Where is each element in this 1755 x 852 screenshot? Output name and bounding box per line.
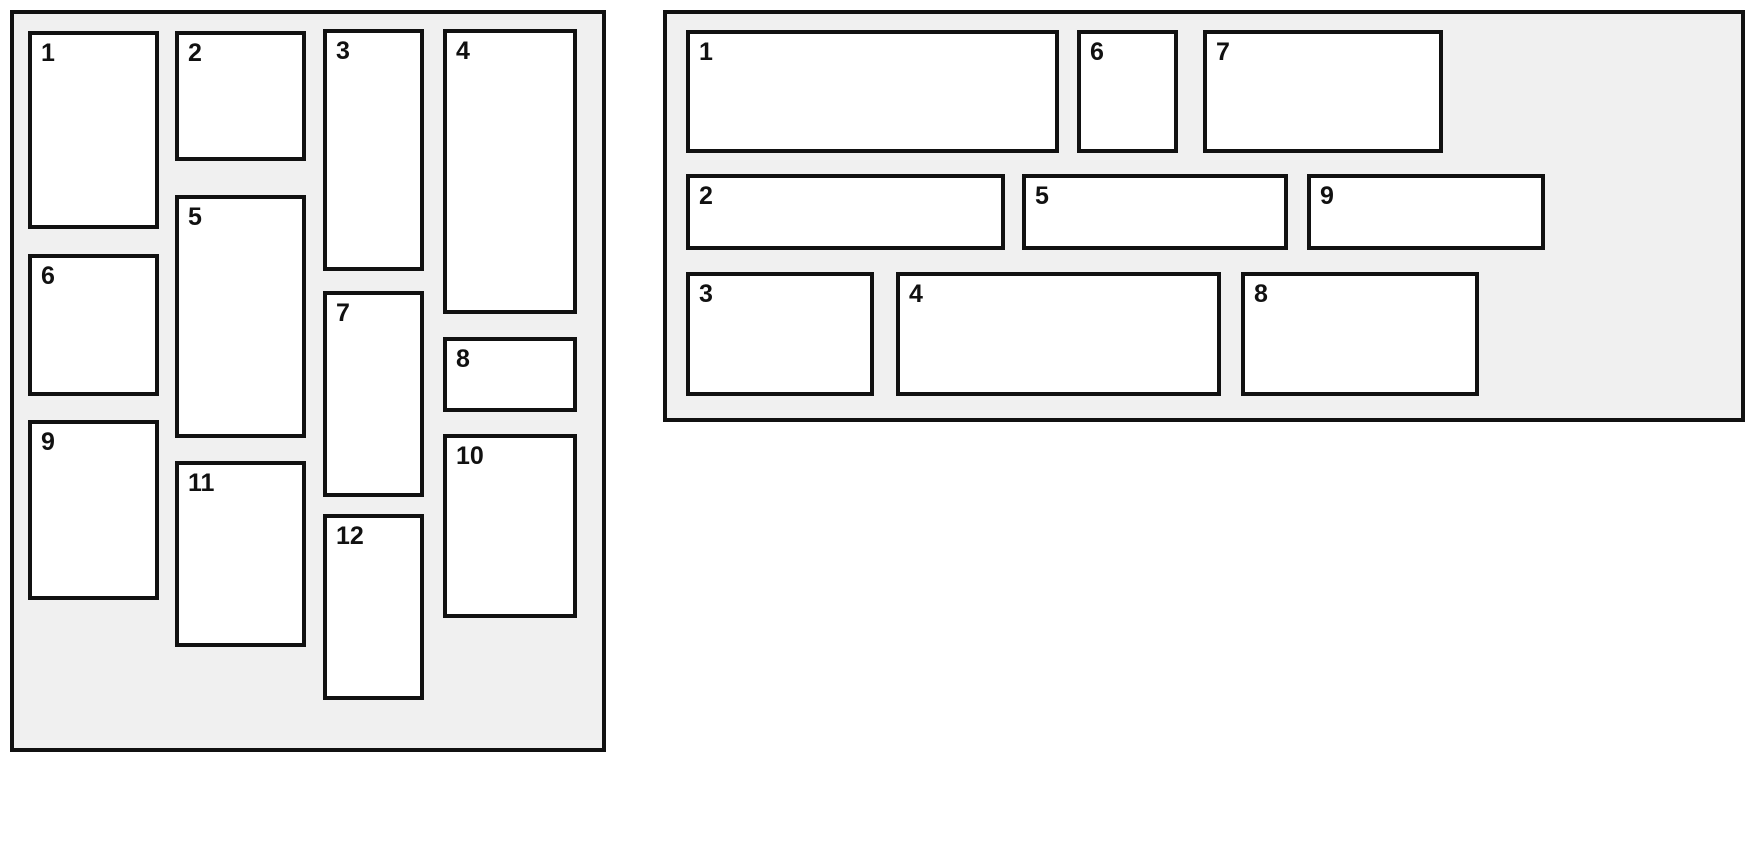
box-label: 12	[336, 522, 364, 550]
box-4[interactable]: 4	[896, 272, 1221, 396]
box-label: 8	[1254, 280, 1268, 308]
box-2[interactable]: 2	[686, 174, 1005, 250]
box-10[interactable]: 10	[443, 434, 577, 618]
box-5[interactable]: 5	[175, 195, 306, 438]
box-12[interactable]: 12	[323, 514, 424, 700]
box-label: 6	[1090, 38, 1104, 66]
box-label: 5	[188, 203, 202, 231]
box-3[interactable]: 3	[323, 29, 424, 271]
box-6[interactable]: 6	[28, 254, 159, 396]
box-11[interactable]: 11	[175, 461, 306, 647]
box-7[interactable]: 7	[323, 291, 424, 497]
box-4[interactable]: 4	[443, 29, 577, 314]
box-8[interactable]: 8	[443, 337, 577, 412]
box-label: 4	[909, 280, 923, 308]
box-label: 4	[456, 37, 470, 65]
box-label: 3	[336, 37, 350, 65]
box-9[interactable]: 9	[28, 420, 159, 600]
box-label: 2	[699, 182, 713, 210]
box-5[interactable]: 5	[1022, 174, 1288, 250]
box-8[interactable]: 8	[1241, 272, 1479, 396]
box-label: 9	[41, 428, 55, 456]
box-1[interactable]: 1	[686, 30, 1059, 153]
box-9[interactable]: 9	[1307, 174, 1545, 250]
box-label: 9	[1320, 182, 1334, 210]
box-label: 8	[456, 345, 470, 373]
box-1[interactable]: 1	[28, 31, 159, 229]
box-label: 5	[1035, 182, 1049, 210]
box-2[interactable]: 2	[175, 31, 306, 161]
box-label: 1	[699, 38, 713, 66]
box-7[interactable]: 7	[1203, 30, 1443, 153]
box-label: 6	[41, 262, 55, 290]
box-label: 7	[336, 299, 350, 327]
right-container: 1 6 7 2 5 9 3 4 8	[663, 10, 1745, 422]
box-label: 11	[188, 469, 215, 497]
box-label: 2	[188, 39, 202, 67]
box-label: 1	[41, 39, 55, 67]
box-3[interactable]: 3	[686, 272, 874, 396]
box-label: 3	[699, 280, 713, 308]
box-6[interactable]: 6	[1077, 30, 1178, 153]
box-label: 10	[456, 442, 484, 470]
box-label: 7	[1216, 38, 1230, 66]
